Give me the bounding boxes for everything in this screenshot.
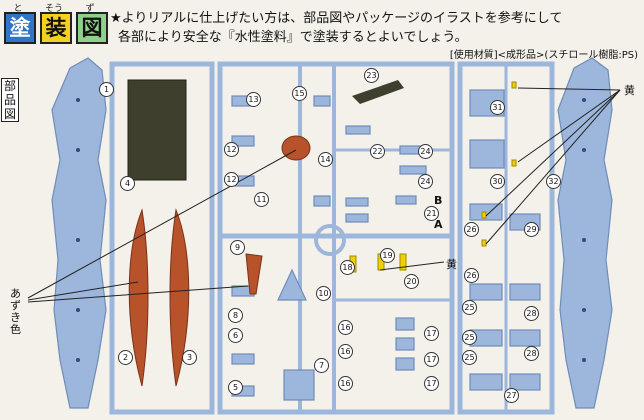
part-number: 1 <box>99 82 114 97</box>
title-char-2: 装 <box>40 12 72 44</box>
part-number: 21 <box>424 206 439 221</box>
part-number: 6 <box>228 328 243 343</box>
part-number: 19 <box>380 248 395 263</box>
materials-note: [使用材質]<成形品>(スチロール樹脂:PS) <box>449 50 638 61</box>
dark-part-23 <box>352 80 404 104</box>
part-number: 18 <box>340 260 355 275</box>
part-number: 25 <box>462 330 477 345</box>
part-number: 25 <box>462 350 477 365</box>
part-number: 17 <box>424 376 439 391</box>
part-number: 12 <box>224 142 239 157</box>
part-number: 29 <box>524 222 539 237</box>
intro-line-1: ★よりリアルに仕上げたい方は、部品図やパッケージのイラストを参考にして <box>110 11 563 26</box>
part-number: 13 <box>246 92 261 107</box>
part-number: 28 <box>524 306 539 321</box>
part-number: 15 <box>292 86 307 101</box>
right-hull-part <box>557 57 613 409</box>
intro-text: ★よりリアルに仕上げたい方は、部品図やパッケージのイラストを参考にして 各部によ… <box>110 9 562 47</box>
left-hull-part <box>51 57 107 409</box>
part-number: 8 <box>228 308 243 323</box>
title-reading-2: そう <box>44 4 63 14</box>
sprue-marker-b: B <box>434 194 443 207</box>
part-number: 22 <box>370 144 385 159</box>
part-number: 20 <box>404 274 419 289</box>
part-number: 3 <box>182 350 197 365</box>
part-number: 17 <box>424 326 439 341</box>
sprue-marker-a: A <box>434 218 443 231</box>
part-number: 4 <box>120 176 135 191</box>
azuki-part-3 <box>169 208 190 387</box>
title-char-1: 塗 <box>4 12 36 44</box>
parts-diagram-label: 部品図 <box>1 78 19 122</box>
title-char-3: 図 <box>76 12 108 44</box>
azuki-part-9 <box>245 253 263 295</box>
part-number: 23 <box>364 68 379 83</box>
part-number: 11 <box>254 192 269 207</box>
part-number: 2 <box>118 350 133 365</box>
part-number: 24 <box>418 144 433 159</box>
part-number: 17 <box>424 352 439 367</box>
part-number: 7 <box>314 358 329 373</box>
part-number: 9 <box>230 240 245 255</box>
part-number: 16 <box>338 320 353 335</box>
part-number: 5 <box>228 380 243 395</box>
part-number: 26 <box>464 268 479 283</box>
sprue-frame-left <box>109 61 215 415</box>
part-number: 16 <box>338 376 353 391</box>
title-reading-3: ず <box>85 4 95 14</box>
yellow-label-center: 黄 <box>446 258 457 271</box>
azuki-part-2 <box>128 208 149 387</box>
part-number: 24 <box>418 174 433 189</box>
part-number: 30 <box>490 174 505 189</box>
part-number: 16 <box>338 344 353 359</box>
part-number: 12 <box>224 172 239 187</box>
intro-line-2: 各部により安全な『水性塗料』で塗装するとよいでしょう。 <box>118 30 468 45</box>
part-number: 25 <box>462 300 477 315</box>
azuki-color-label: あずき色 <box>10 287 21 336</box>
dark-part-4 <box>127 79 187 181</box>
part-number: 27 <box>504 388 519 403</box>
part-number: 32 <box>546 174 561 189</box>
title-reading-1: と <box>13 4 23 14</box>
part-number: 31 <box>490 100 505 115</box>
part-number: 14 <box>318 152 333 167</box>
yellow-label-right: 黄 <box>624 84 635 97</box>
part-number: 28 <box>524 346 539 361</box>
part-number: 26 <box>464 222 479 237</box>
azuki-part-14 <box>281 135 311 161</box>
part-number: 10 <box>316 286 331 301</box>
